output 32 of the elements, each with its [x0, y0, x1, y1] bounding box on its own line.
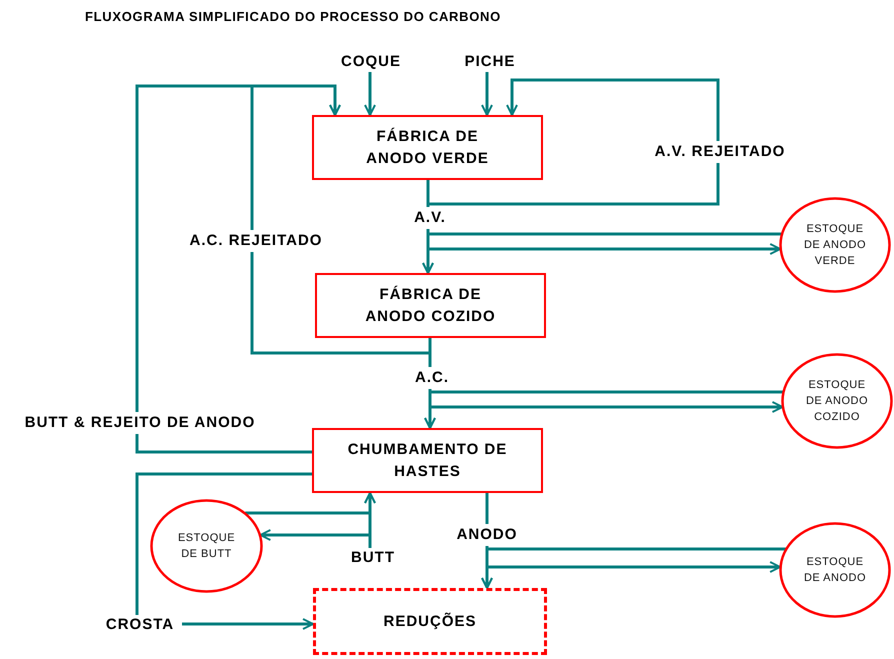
box-label: REDUÇÕES: [382, 612, 478, 632]
stock-label: ESTOQUE DE ANODO COZIDO: [804, 378, 870, 425]
flow-label: PICHE: [458, 52, 522, 72]
stock-label: ESTOQUE DE BUTT: [176, 531, 236, 562]
diagram-title: FLUXOGRAMA SIMPLIFICADO DO PROCESSO DO CARBONO: [85, 9, 501, 24]
process-box: [312, 428, 543, 493]
flow-label: BUTT: [345, 548, 401, 568]
flow-arrow: [424, 390, 784, 429]
flow-arrow: [259, 529, 372, 548]
flow-label: CROSTA: [98, 615, 182, 635]
process-box: [313, 588, 547, 655]
flow-arrow: [136, 84, 341, 454]
flow-arrow: [250, 84, 432, 354]
flow-arrow: [481, 72, 493, 116]
stock-label: ESTOQUE DE ANODO VERDE: [802, 222, 868, 269]
process-box: [315, 273, 546, 338]
flow-arrow: [426, 78, 720, 206]
flow-arrow: [422, 232, 782, 274]
box-label: CHUMBAMENTO DE HASTES: [346, 440, 508, 482]
process-box: [312, 115, 543, 180]
flow-arrow: [245, 492, 376, 514]
flow-arrow: [182, 618, 314, 630]
flow-arrow: [364, 72, 376, 116]
stock-ellipse: [150, 499, 263, 593]
stock-ellipse: [779, 197, 891, 293]
flow-label: COQUE: [335, 52, 407, 72]
stock-ellipse: [781, 353, 893, 449]
box-label: FÁBRICA DE ANODO COZIDO: [364, 284, 497, 326]
stock-label: ESTOQUE DE ANODO: [802, 555, 868, 586]
stock-ellipse: [779, 522, 891, 618]
flow-arrow: [481, 548, 786, 589]
box-label: FÁBRICA DE ANODO VERDE: [365, 126, 490, 168]
